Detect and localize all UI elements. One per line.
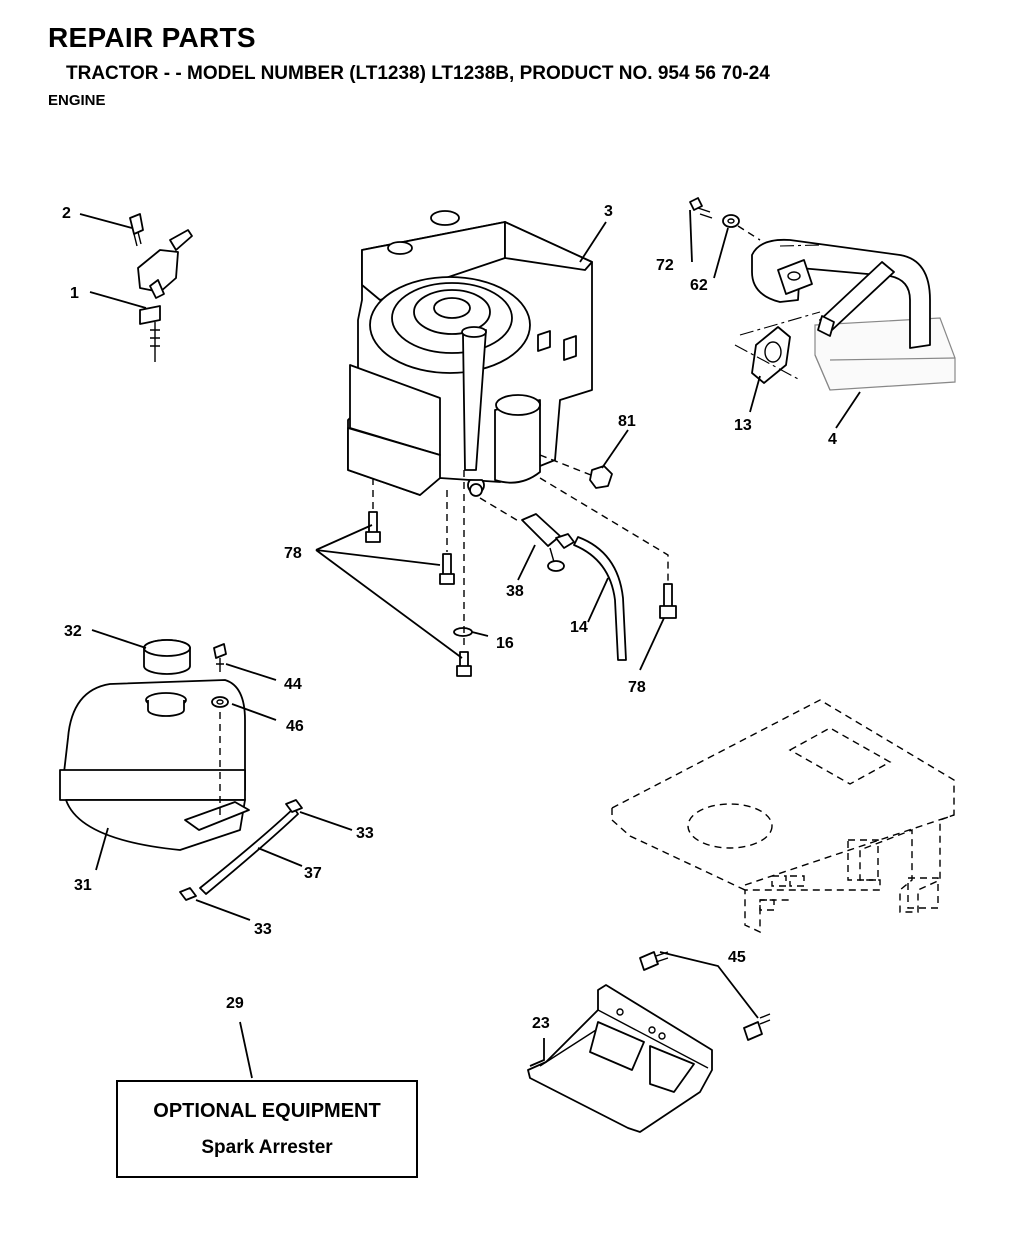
callout-1: 1 xyxy=(70,285,79,302)
page-title: REPAIR PARTS xyxy=(48,22,256,53)
fuel-tank-part xyxy=(59,639,250,851)
callout-labels: 2 1 3 72 62 13 4 81 78 38 16 14 78 32 44… xyxy=(62,203,837,1032)
callout-29: 29 xyxy=(226,995,244,1012)
callout-2: 2 xyxy=(62,205,71,222)
engine-part xyxy=(347,210,593,497)
callout-4: 4 xyxy=(828,431,837,448)
callout-81: 81 xyxy=(618,413,636,430)
tractor-frame xyxy=(611,699,955,934)
nut-part xyxy=(589,465,613,489)
heat-shield-part xyxy=(527,984,713,1133)
callout-14: 14 xyxy=(570,619,588,636)
callout-31: 31 xyxy=(74,877,92,894)
callout-32: 32 xyxy=(64,623,82,640)
callout-3: 3 xyxy=(604,203,613,220)
callout-45: 45 xyxy=(728,949,746,966)
callout-16: 16 xyxy=(496,635,514,652)
muffler-part xyxy=(689,197,956,391)
callout-33-top: 33 xyxy=(356,825,374,842)
throttle-control-part xyxy=(129,213,193,362)
callout-72: 72 xyxy=(656,257,674,274)
fuel-hose-part xyxy=(179,799,303,901)
callout-38: 38 xyxy=(506,583,524,600)
callout-33-bottom: 33 xyxy=(254,921,272,938)
shield-bolts-part xyxy=(639,951,771,1041)
optional-equipment-box: OPTIONAL EQUIPMENT Spark Arrester xyxy=(116,1080,418,1178)
tank-bolt-part xyxy=(211,643,229,820)
fuel-line-part xyxy=(573,536,627,661)
callout-44: 44 xyxy=(284,676,302,693)
section-label: ENGINE xyxy=(48,92,106,109)
optional-equipment-title: OPTIONAL EQUIPMENT xyxy=(153,1100,381,1122)
callout-23: 23 xyxy=(532,1015,550,1032)
callout-78-engine: 78 xyxy=(284,545,302,562)
optional-equipment-item: Spark Arrester xyxy=(201,1137,333,1158)
callout-37: 37 xyxy=(304,865,322,882)
fuel-shutoff-part xyxy=(521,513,575,572)
callout-13: 13 xyxy=(734,417,752,434)
model-subtitle: TRACTOR - - MODEL NUMBER (LT1238) LT1238… xyxy=(66,63,770,84)
callout-46: 46 xyxy=(286,718,304,735)
leader-lines xyxy=(79,209,861,1079)
callout-62: 62 xyxy=(690,277,708,294)
callout-78-frame: 78 xyxy=(628,679,646,696)
